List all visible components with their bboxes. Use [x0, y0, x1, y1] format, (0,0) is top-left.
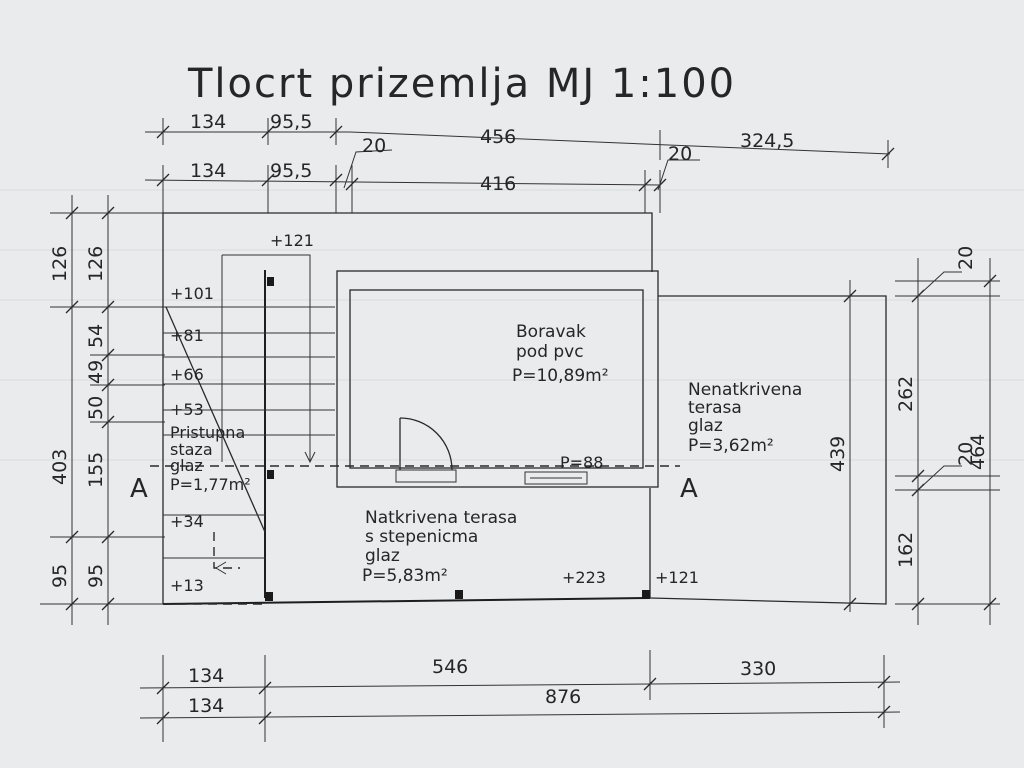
level-marks: +121 +101 +81 +66 +53 +34 +13 +223 +121 — [170, 231, 699, 595]
staircase — [163, 254, 335, 559]
svg-text:+66: +66 — [170, 365, 204, 384]
svg-text:95,5: 95,5 — [270, 111, 312, 133]
svg-text:134: 134 — [190, 111, 226, 133]
svg-text:+13: +13 — [170, 576, 204, 595]
svg-text:glaz: glaz — [365, 546, 400, 566]
living-room-walls — [336, 270, 659, 488]
svg-text:+81: +81 — [170, 326, 204, 345]
svg-text:glaz: glaz — [688, 416, 723, 436]
svg-text:s stepenicma: s stepenicma — [365, 527, 478, 547]
svg-text:330: 330 — [740, 658, 776, 680]
svg-text:403: 403 — [49, 449, 71, 485]
left-dimension-chains — [40, 195, 165, 625]
column-markers — [265, 277, 650, 601]
svg-text:95: 95 — [49, 564, 71, 588]
svg-text:54: 54 — [85, 324, 107, 348]
svg-text:134: 134 — [190, 160, 226, 182]
svg-text:126: 126 — [49, 246, 71, 282]
svg-text:95,5: 95,5 — [270, 160, 312, 182]
svg-text:20: 20 — [955, 246, 977, 270]
svg-text:P=3,62m²: P=3,62m² — [688, 436, 774, 456]
svg-text:Natkrivena terasa: Natkrivena terasa — [365, 508, 517, 528]
section-mark-left: A — [130, 474, 148, 504]
svg-text:49: 49 — [85, 360, 107, 384]
svg-text:20: 20 — [362, 135, 386, 157]
svg-text:20: 20 — [955, 442, 977, 466]
svg-text:95: 95 — [85, 564, 107, 588]
bottom-dimension-chains — [139, 650, 901, 742]
svg-text:+101: +101 — [170, 284, 214, 303]
right-dimension-labels: 20 262 20 162 464 439 — [827, 246, 989, 568]
svg-text:glaz: glaz — [170, 456, 203, 475]
svg-text:126: 126 — [85, 246, 107, 282]
svg-text:terasa: terasa — [688, 398, 742, 418]
room-label-covered-terrace: Natkrivena terasa s stepenicma glaz P=5,… — [362, 508, 517, 586]
svg-text:+53: +53 — [170, 400, 204, 419]
svg-text:416: 416 — [480, 173, 516, 195]
door-swing — [395, 417, 457, 483]
svg-text:155: 155 — [85, 452, 107, 488]
svg-text:162: 162 — [895, 532, 917, 568]
svg-text:876: 876 — [545, 686, 581, 708]
svg-text:50: 50 — [85, 396, 107, 420]
svg-text:P=1,77m²: P=1,77m² — [170, 475, 251, 494]
top-dimension-labels: 134 95,5 20 456 20 324,5 134 95,5 416 — [190, 111, 794, 195]
room-label-living: Boravak pod pvc P=10,89m² — [512, 322, 609, 386]
svg-text:439: 439 — [827, 436, 849, 472]
svg-text:262: 262 — [895, 376, 917, 412]
svg-text:staza: staza — [170, 440, 213, 459]
section-mark-right: A — [680, 474, 698, 504]
svg-text:Nenatkrivena: Nenatkrivena — [688, 380, 802, 400]
top-dimension-chains — [144, 118, 895, 213]
paper-grid — [0, 189, 1024, 461]
svg-text:134: 134 — [188, 665, 224, 687]
svg-text:+223: +223 — [562, 568, 606, 587]
section-cut-line — [150, 465, 680, 605]
svg-text:456: 456 — [480, 126, 516, 148]
svg-text:+34: +34 — [170, 512, 204, 531]
svg-text:P=10,89m²: P=10,89m² — [512, 366, 609, 386]
room-label-uncovered-terrace: Nenatkrivena terasa glaz P=3,62m² — [688, 380, 802, 456]
room-label-access-path: Pristupna staza glaz P=1,77m² — [170, 423, 251, 494]
left-dimension-labels: 126 403 95 126 54 49 50 155 95 — [49, 246, 107, 588]
svg-text:Boravak: Boravak — [516, 322, 586, 342]
svg-text:546: 546 — [432, 656, 468, 678]
window-opening — [524, 471, 588, 485]
drawing-title: Tlocrt prizemlja MJ 1:100 — [187, 61, 736, 107]
window-label: P=88 — [560, 453, 603, 472]
svg-text:+121: +121 — [270, 231, 314, 250]
svg-text:324,5: 324,5 — [740, 130, 794, 152]
bottom-dimension-labels: 134 546 330 134 876 — [188, 656, 776, 717]
plan-outline — [162, 212, 887, 605]
svg-text:+121: +121 — [655, 568, 699, 587]
svg-text:Pristupna: Pristupna — [170, 423, 245, 442]
svg-text:P=5,83m²: P=5,83m² — [362, 566, 448, 586]
svg-text:464: 464 — [967, 434, 989, 470]
svg-text:134: 134 — [188, 695, 224, 717]
svg-text:20: 20 — [668, 143, 692, 165]
svg-text:pod pvc: pod pvc — [516, 342, 584, 362]
